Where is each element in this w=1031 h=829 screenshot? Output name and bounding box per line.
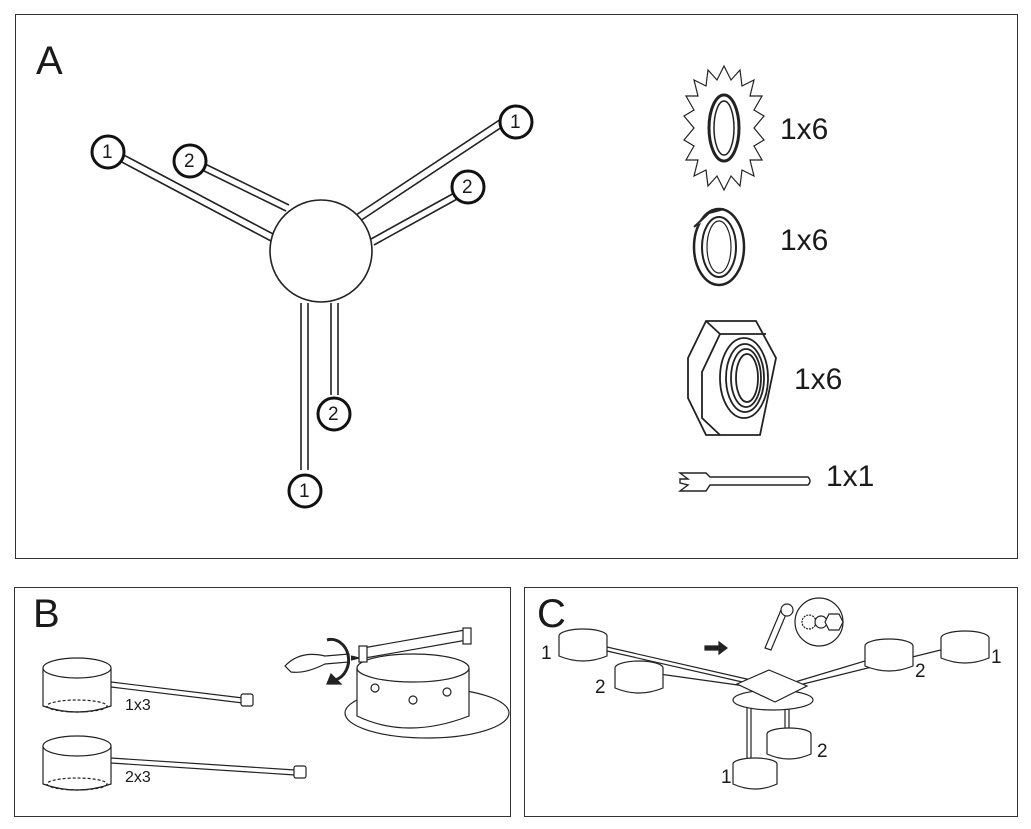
fixture-diagram — [90, 64, 811, 509]
arm-number-label: 1 — [721, 767, 732, 788]
callout-circle — [172, 143, 208, 179]
part-quantity: 1x6 — [794, 363, 843, 396]
panel-b: B — [14, 587, 511, 817]
serrated-lock-washer-icon — [683, 64, 765, 192]
arm-assembly-diagram — [42, 627, 510, 791]
panel-letter-a: A — [36, 39, 63, 83]
panel-letter-c: C — [537, 592, 566, 636]
arm-number-label: 1 — [991, 647, 1002, 668]
arm-number-label: 2 — [915, 661, 926, 682]
callout-number: 2 — [328, 404, 339, 425]
callout-circle — [90, 134, 126, 170]
part-quantity: 1x1 — [826, 460, 875, 493]
callout-number: 1 — [299, 481, 310, 502]
panel-letter-b: B — [33, 592, 60, 636]
arm-number-label: 2 — [595, 677, 606, 698]
wrench-icon — [677, 472, 811, 492]
arm-label: 1x3 — [125, 697, 151, 714]
arm-number-label: 2 — [817, 741, 828, 762]
panel-c: C — [524, 587, 1018, 817]
callout-circle — [316, 396, 352, 432]
callout-circle — [498, 104, 534, 140]
callout-number: 2 — [184, 151, 195, 172]
assembled-fixture-diagram — [558, 597, 990, 790]
panel-a: A — [15, 14, 1018, 559]
callout-number: 1 — [102, 142, 113, 163]
split-lock-washer-icon — [692, 207, 746, 287]
arm-label: 2x3 — [125, 769, 151, 786]
hub-circle — [269, 199, 373, 303]
callout-circle — [450, 169, 486, 205]
callout-number: 1 — [510, 112, 521, 133]
part-quantity: 1x6 — [780, 113, 829, 146]
part-quantity: 1x6 — [780, 224, 829, 257]
callout-circle — [287, 473, 323, 509]
callout-number: 2 — [462, 177, 473, 198]
arm-number-label: 1 — [541, 643, 552, 664]
hex-nut-icon — [687, 320, 777, 436]
